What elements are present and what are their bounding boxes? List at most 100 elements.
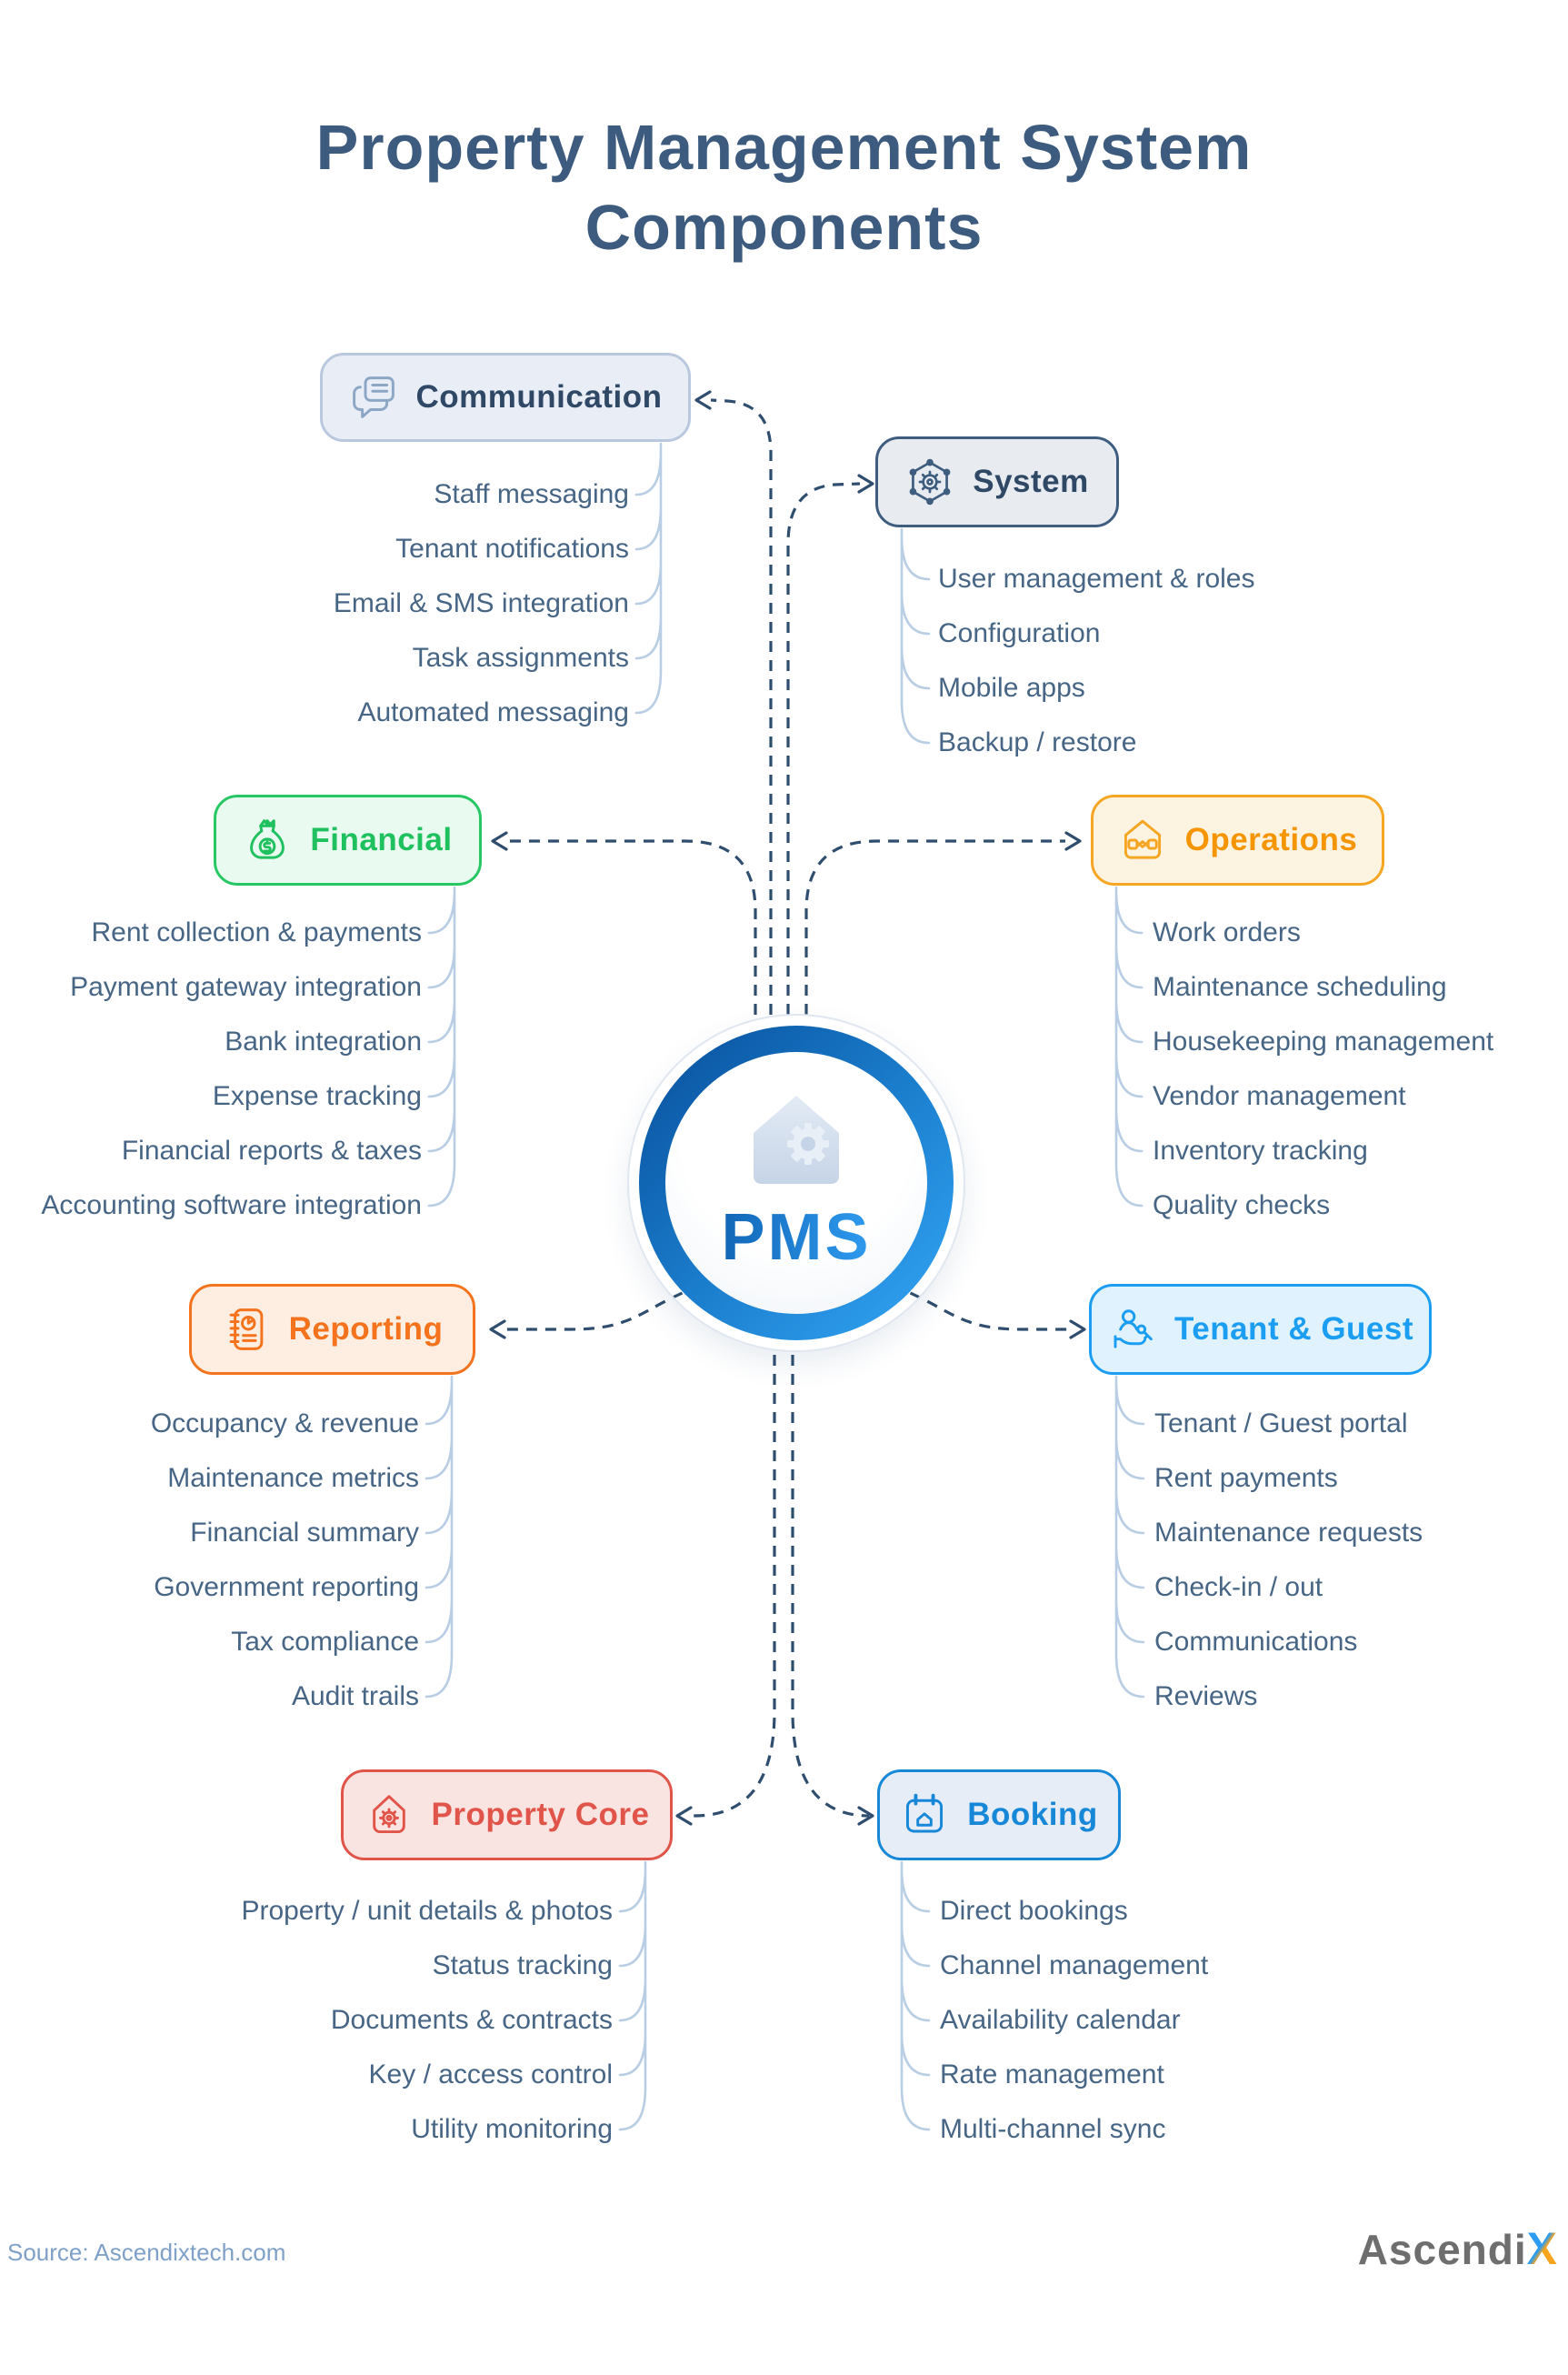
branch-curve-property_core xyxy=(618,1860,647,2131)
pms-label: PMS xyxy=(721,1201,872,1274)
list-item: Automated messaging xyxy=(357,697,629,727)
list-item: Property / unit details & photos xyxy=(241,1896,613,1926)
system-label: System xyxy=(973,464,1089,499)
system-box: System xyxy=(875,436,1119,527)
booking-label: Booking xyxy=(967,1797,1098,1832)
list-item: Staff messaging xyxy=(434,479,629,509)
list-item: Maintenance metrics xyxy=(167,1463,419,1493)
dashed-link-booking xyxy=(791,1355,870,1818)
tenant-key-icon xyxy=(1107,1305,1156,1354)
list-item: Occupancy & revenue xyxy=(150,1408,419,1438)
tenant-guest-label: Tenant & Guest xyxy=(1174,1311,1414,1347)
list-item: Tenant notifications xyxy=(395,534,629,564)
list-item: Utility monitoring xyxy=(411,2114,613,2144)
dashed-link-property-core xyxy=(692,1355,776,1818)
list-item: Maintenance requests xyxy=(1154,1518,1423,1548)
brand-name-gray: Ascendi xyxy=(1357,2226,1527,2273)
arrow-into-communication xyxy=(694,390,712,410)
list-item: Mobile apps xyxy=(938,673,1085,703)
list-item: Vendor management xyxy=(1153,1081,1406,1111)
report-notebook-icon xyxy=(222,1305,271,1354)
list-item: Check-in / out xyxy=(1154,1572,1323,1602)
list-item: Tax compliance xyxy=(231,1627,419,1657)
dashed-link-system xyxy=(786,482,861,1015)
arrow-into-reporting xyxy=(489,1319,506,1339)
reporting-label: Reporting xyxy=(288,1311,444,1347)
arrow-into-property-core xyxy=(675,1806,693,1826)
branch-curve-communication xyxy=(634,442,663,715)
network-gear-icon xyxy=(905,457,954,506)
operations-label: Operations xyxy=(1184,822,1358,857)
dashed-link-communication xyxy=(710,398,773,1015)
arrow-into-tenant xyxy=(1069,1319,1086,1339)
title-line-2: Components xyxy=(584,192,984,263)
list-item: Bank integration xyxy=(225,1027,422,1057)
house-handshake-icon xyxy=(1118,816,1167,865)
list-item: Work orders xyxy=(1153,917,1301,947)
chat-bubbles-icon xyxy=(349,373,398,422)
list-item: Housekeeping management xyxy=(1153,1027,1494,1057)
branch-curve-financial xyxy=(427,886,456,1208)
list-item: Financial reports & taxes xyxy=(121,1136,422,1166)
communication-label: Communication xyxy=(415,379,663,415)
money-bag-icon xyxy=(243,816,292,865)
house-gear-center-icon xyxy=(735,1084,857,1191)
list-item: Financial summary xyxy=(190,1518,419,1548)
dashed-link-financial xyxy=(507,839,757,1015)
operations-box: Operations xyxy=(1091,795,1384,886)
source-note: Source: Ascendixtech.com xyxy=(7,2239,286,2266)
arrow-into-operations xyxy=(1064,831,1082,851)
list-item: Audit trails xyxy=(291,1681,419,1711)
list-item: Government reporting xyxy=(154,1572,419,1602)
branch-curve-booking xyxy=(900,1860,931,2131)
financial-box: Financial xyxy=(214,795,482,886)
list-item: Task assignments xyxy=(412,643,629,673)
pms-disc: PMS xyxy=(665,1052,927,1314)
list-item: Status tracking xyxy=(432,1950,613,1980)
financial-label: Financial xyxy=(310,822,453,857)
list-item: Email & SMS integration xyxy=(333,588,629,618)
list-item: User management & roles xyxy=(938,564,1255,594)
list-item: Quality checks xyxy=(1153,1190,1331,1220)
reporting-box: Reporting xyxy=(189,1284,475,1375)
branch-curve-reporting xyxy=(424,1375,454,1699)
list-item: Maintenance scheduling xyxy=(1153,972,1447,1002)
list-item: Backup / restore xyxy=(938,727,1137,757)
arrow-into-system xyxy=(857,474,874,494)
list-item: Documents & contracts xyxy=(330,2005,613,2035)
communication-box: Communication xyxy=(320,353,691,442)
list-item: Inventory tracking xyxy=(1153,1136,1368,1166)
branch-curve-system xyxy=(900,527,931,745)
list-item: Reviews xyxy=(1154,1681,1258,1711)
list-item: Rate management xyxy=(940,2059,1164,2089)
list-item: Availability calendar xyxy=(940,2005,1181,2035)
list-item: Multi-channel sync xyxy=(940,2114,1166,2144)
list-item: Expense tracking xyxy=(212,1081,422,1111)
property-core-box: Property Core xyxy=(341,1769,673,1860)
brand-x-mark: X xyxy=(1526,2223,1557,2274)
house-gear-icon xyxy=(365,1790,414,1839)
arrow-into-booking xyxy=(857,1806,874,1826)
list-item: Tenant / Guest portal xyxy=(1154,1408,1408,1438)
list-item: Direct bookings xyxy=(940,1896,1128,1926)
arrow-into-financial xyxy=(491,831,508,851)
list-item: Rent collection & payments xyxy=(91,917,422,947)
list-item: Communications xyxy=(1154,1627,1358,1657)
list-item: Key / access control xyxy=(368,2059,613,2089)
booking-calendar-icon xyxy=(900,1790,949,1839)
branch-curve-operations xyxy=(1114,886,1144,1208)
list-item: Configuration xyxy=(938,618,1101,648)
list-item: Rent payments xyxy=(1154,1463,1338,1493)
pms-blue-ring: PMS xyxy=(639,1026,954,1340)
brand-logo: AscendiX xyxy=(1358,2222,1557,2275)
tenant-guest-box: Tenant & Guest xyxy=(1089,1284,1432,1375)
